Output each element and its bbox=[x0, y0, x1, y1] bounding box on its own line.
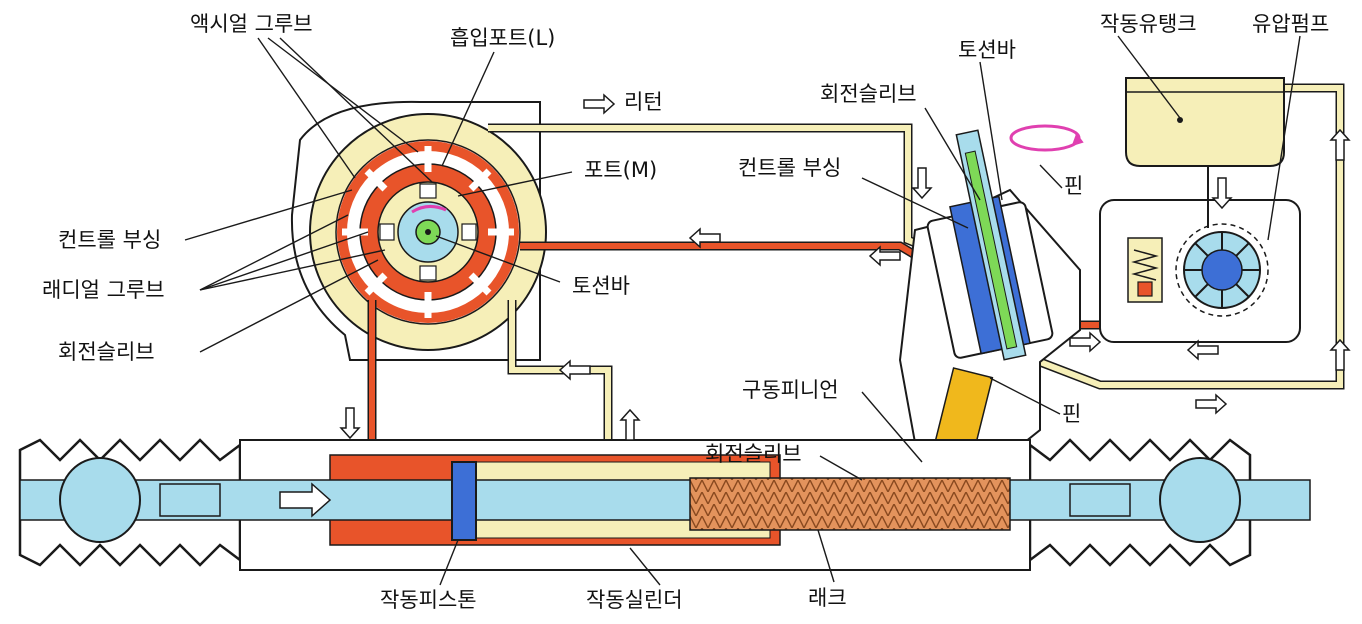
power-piston bbox=[451, 461, 477, 541]
torsion-bar-top-label: 토션바 bbox=[958, 38, 1016, 62]
left-tie-rod-ball bbox=[59, 457, 141, 543]
suction-port-label: 흡입포트(L) bbox=[450, 26, 556, 50]
return-label: 리턴 bbox=[624, 90, 663, 114]
rotation-arrow-icon bbox=[1009, 124, 1081, 152]
axial-groove-label: 액시얼 그루브 bbox=[190, 12, 313, 36]
power-cylinder-label: 작동실린더 bbox=[586, 588, 683, 612]
valve-lands bbox=[379, 183, 477, 281]
pin-bottom-label: 핀 bbox=[1062, 402, 1082, 426]
rack-teeth bbox=[689, 477, 1011, 531]
rotary-sleeve-top-label: 회전슬리브 bbox=[820, 82, 917, 106]
port-m-label: 포트(M) bbox=[584, 158, 658, 182]
flow-arrows bbox=[339, 93, 1351, 441]
rotary-sleeve-left-label: 회전슬리브 bbox=[58, 340, 155, 364]
movement-arrow-icon bbox=[279, 482, 332, 518]
valve-rotation-icon bbox=[411, 205, 447, 214]
control-housing-left-label: 컨트롤 부싱 bbox=[58, 228, 162, 252]
pump-label: 유압펌프 bbox=[1252, 12, 1330, 36]
rack-label: 래크 bbox=[808, 586, 847, 610]
pin-top-label: 핀 bbox=[1064, 174, 1084, 198]
control-housing-right-label: 컨트롤 부싱 bbox=[738, 156, 842, 180]
rotary-sleeve-mid-label: 회전슬리브 bbox=[705, 442, 802, 466]
radial-groove-spokes bbox=[342, 146, 514, 318]
drive-pinion-label: 구동피니언 bbox=[742, 378, 839, 402]
torsion-bar-center-label: 토션바 bbox=[572, 274, 630, 298]
leader-lines bbox=[184, 35, 1301, 586]
right-tie-rod-ball bbox=[1159, 457, 1241, 543]
reservoir-label: 작동유탱크 bbox=[1100, 12, 1197, 36]
radial-groove-label: 래디얼 그루브 bbox=[42, 278, 165, 302]
torsion-bar bbox=[964, 150, 1018, 350]
reservoir bbox=[1125, 77, 1285, 167]
power-piston-label: 작동피스톤 bbox=[380, 588, 477, 612]
